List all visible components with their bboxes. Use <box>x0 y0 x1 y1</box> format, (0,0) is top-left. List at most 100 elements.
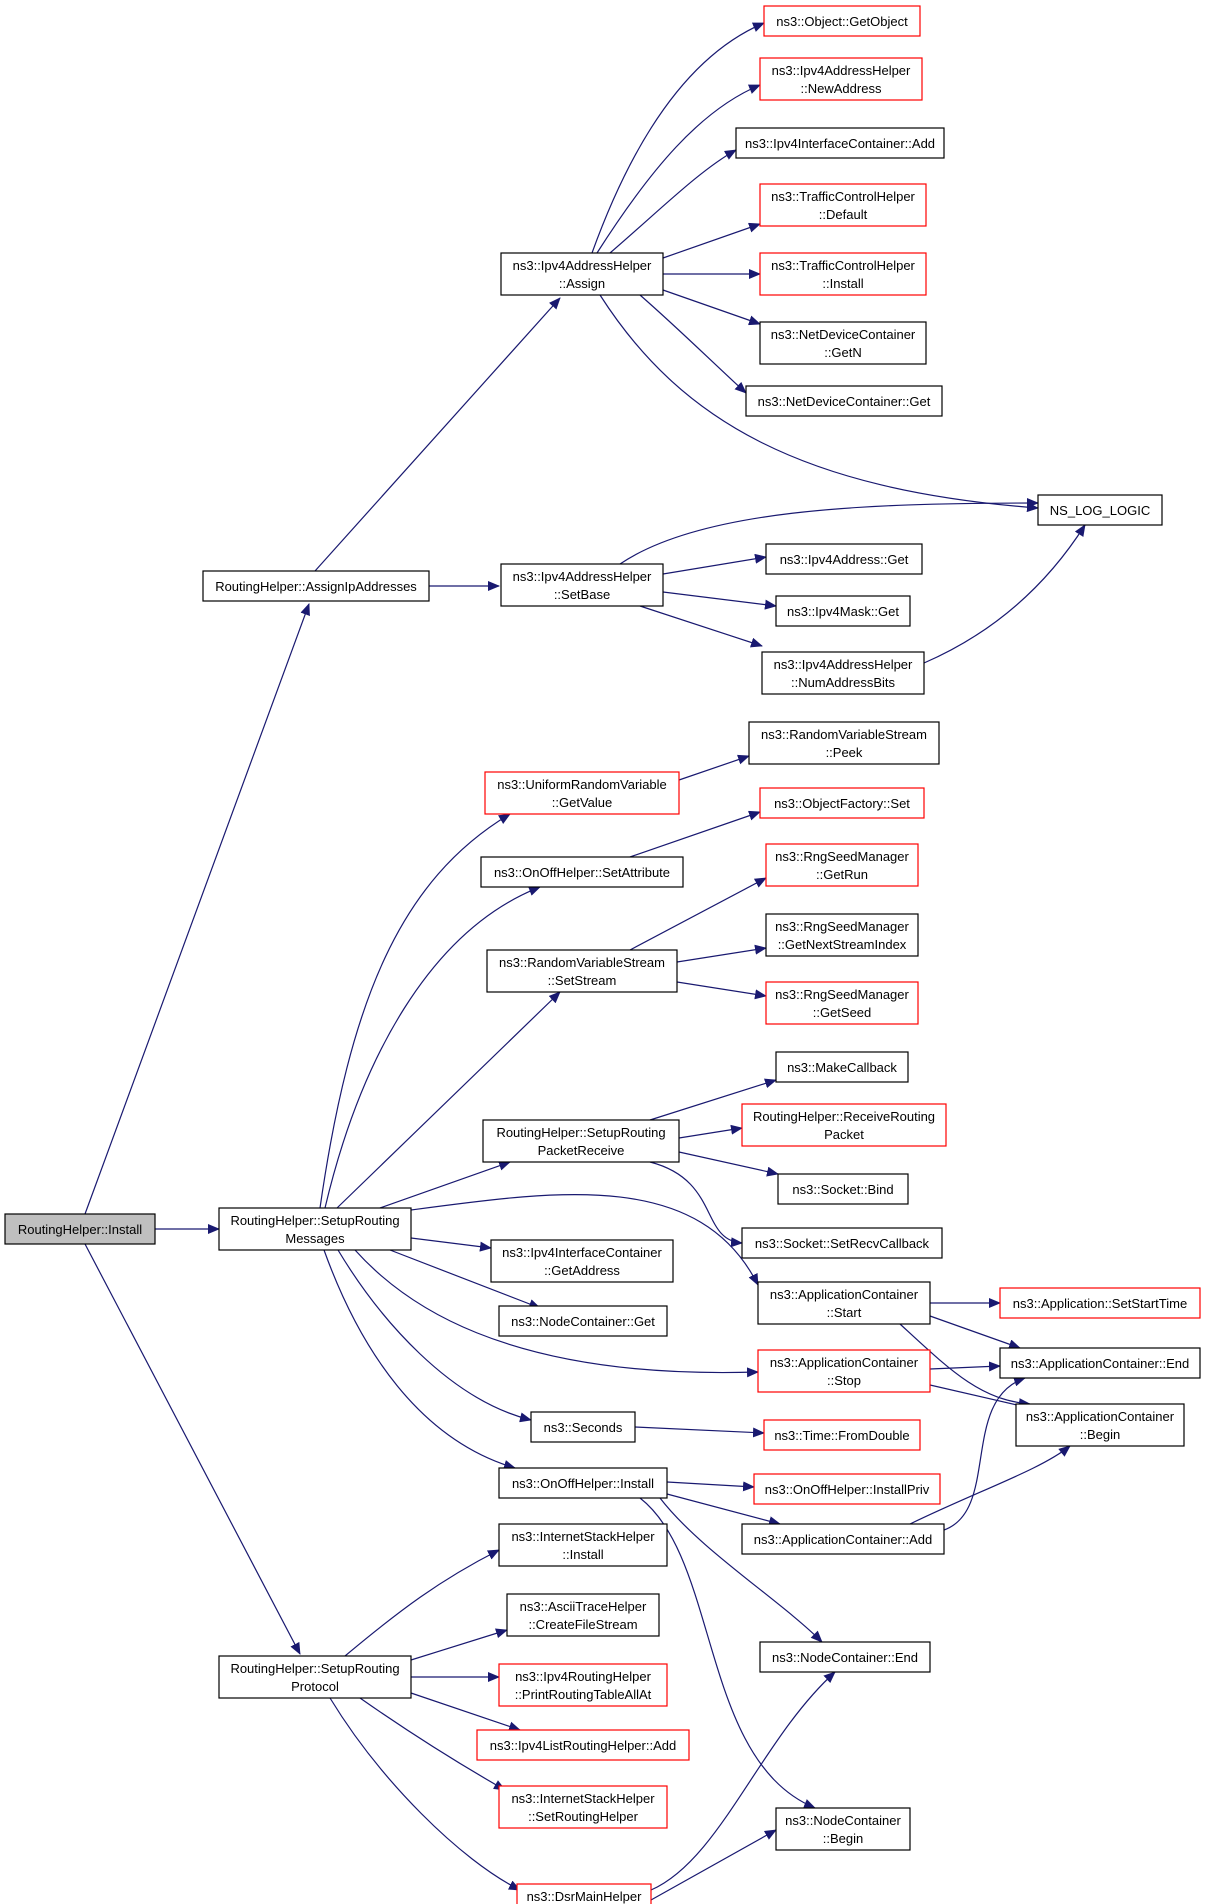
node-label: ::Begin <box>1080 1427 1120 1442</box>
node-irh_print[interactable]: ns3::Ipv4RoutingHelper::PrintRoutingTabl… <box>498 1663 668 1707</box>
node-label: ns3::Ipv4AddressHelper <box>513 258 652 273</box>
node-rvs_setstream[interactable]: ns3::RandomVariableStream::SetStream <box>486 949 678 993</box>
node-box <box>759 57 923 101</box>
node-box <box>498 1663 668 1707</box>
node-ac_stop[interactable]: ns3::ApplicationContainer::Stop <box>757 1349 931 1393</box>
node-box <box>757 1349 931 1393</box>
node-label: ns3::RngSeedManager <box>775 849 909 864</box>
node-box <box>486 949 678 993</box>
node-onoff_installpriv[interactable]: ns3::OnOffHelper::InstallPriv <box>753 1473 941 1505</box>
node-tch_default[interactable]: ns3::TrafficControlHelper::Default <box>759 183 927 227</box>
node-label: ::Install <box>562 1547 603 1562</box>
node-label: ns3::NetDeviceContainer <box>771 327 916 342</box>
node-ipv4_assign[interactable]: ns3::Ipv4AddressHelper::Assign <box>500 252 664 296</box>
node-label: ns3::Ipv4AddressHelper <box>774 657 913 672</box>
node-label: ns3::RngSeedManager <box>775 919 909 934</box>
node-box <box>757 1281 931 1325</box>
node-label: ::GetValue <box>552 795 612 810</box>
node-box <box>775 1807 911 1851</box>
node-label: ns3::OnOffHelper::SetAttribute <box>494 865 670 880</box>
node-nc_get[interactable]: ns3::NodeContainer::Get <box>498 1305 668 1337</box>
node-box <box>482 1119 680 1163</box>
node-ipv4addr_get[interactable]: ns3::Ipv4Address::Get <box>765 543 923 575</box>
node-ish_install[interactable]: ns3::InternetStackHelper::Install <box>498 1523 668 1567</box>
node-rsm_getnext[interactable]: ns3::RngSeedManager::GetNextStreamIndex <box>765 913 919 957</box>
node-label: ns3::Ipv4AddressHelper <box>513 569 652 584</box>
node-socket_bind[interactable]: ns3::Socket::Bind <box>777 1173 909 1205</box>
node-ndc_getn[interactable]: ns3::NetDeviceContainer::GetN <box>759 321 927 365</box>
node-rvs_peek[interactable]: ns3::RandomVariableStream::Peek <box>748 721 940 765</box>
edge-setup_msgs-to-onoff_setattr <box>324 886 541 1209</box>
node-tch_install[interactable]: ns3::TrafficControlHelper::Install <box>759 252 927 296</box>
node-get_object[interactable]: ns3::Object::GetObject <box>763 5 921 37</box>
node-objfactory_set[interactable]: ns3::ObjectFactory::Set <box>759 787 925 819</box>
edge-onoff_install-to-nc_end <box>659 1497 823 1643</box>
node-label: ::NumAddressBits <box>791 675 896 690</box>
node-dsr_install[interactable]: ns3::DsrMainHelper::Install <box>516 1883 652 1904</box>
node-iic_add[interactable]: ns3::Ipv4InterfaceContainer::Add <box>735 127 945 159</box>
node-num_addr_bits[interactable]: ns3::Ipv4AddressHelper::NumAddressBits <box>761 651 925 695</box>
call-nodes: RoutingHelper::Install RoutingHelper::Ass… <box>4 5 1201 1904</box>
node-label: ::GetN <box>824 345 862 360</box>
edge-setup_proto-to-dsr_install <box>329 1697 521 1891</box>
node-label: RoutingHelper::AssignIpAddresses <box>215 579 417 594</box>
edge-ac_stop-to-ac_begin <box>929 1384 1031 1411</box>
node-app_setstart[interactable]: ns3::Application::SetStartTime <box>999 1287 1201 1319</box>
node-box <box>763 5 921 37</box>
node-box <box>741 1103 947 1147</box>
edge-dsr_install-to-nc_begin <box>650 1829 777 1901</box>
node-iic_getaddr[interactable]: ns3::Ipv4InterfaceContainer::GetAddress <box>490 1239 674 1283</box>
node-ipv4_setbase[interactable]: ns3::Ipv4AddressHelper::SetBase <box>500 563 664 607</box>
node-root[interactable]: RoutingHelper::Install <box>4 1213 156 1245</box>
node-label: ns3::RandomVariableStream <box>499 955 665 970</box>
node-label: ::SetBase <box>554 587 610 602</box>
node-ish_setrouting[interactable]: ns3::InternetStackHelper::SetRoutingHelp… <box>498 1785 668 1829</box>
node-onoff_install[interactable]: ns3::OnOffHelper::Install <box>498 1467 668 1499</box>
node-ac_end[interactable]: ns3::ApplicationContainer::End <box>999 1347 1201 1379</box>
node-label: ns3::Ipv4RoutingHelper <box>515 1669 652 1684</box>
node-nc_begin[interactable]: ns3::NodeContainer::Begin <box>775 1807 911 1851</box>
node-ath_create[interactable]: ns3::AsciiTraceHelper::CreateFileStream <box>506 1593 660 1637</box>
node-ns_log_logic[interactable]: NS_LOG_LOGIC <box>1037 494 1163 526</box>
node-ac_begin[interactable]: ns3::ApplicationContainer::Begin <box>1015 1403 1185 1447</box>
edge-ipv4_assign-to-ndc_getn <box>662 289 761 326</box>
node-onoff_setattr[interactable]: ns3::OnOffHelper::SetAttribute <box>480 856 684 888</box>
node-rsm_getrun[interactable]: ns3::RngSeedManager::GetRun <box>765 843 919 887</box>
node-ac_start[interactable]: ns3::ApplicationContainer::Start <box>757 1281 931 1325</box>
node-ac_add[interactable]: ns3::ApplicationContainer::Add <box>741 1523 945 1555</box>
node-socket_setrecv[interactable]: ns3::Socket::SetRecvCallback <box>741 1227 943 1259</box>
node-label: ns3::ApplicationContainer <box>770 1355 919 1370</box>
node-ns3_seconds[interactable]: ns3::Seconds <box>530 1411 636 1443</box>
node-ipv4mask_get[interactable]: ns3::Ipv4Mask::Get <box>775 595 911 627</box>
node-label: RoutingHelper::SetupRouting <box>496 1125 665 1140</box>
node-ilrh_add[interactable]: ns3::Ipv4ListRoutingHelper::Add <box>476 1729 690 1761</box>
node-uniform_getvalue[interactable]: ns3::UniformRandomVariable::GetValue <box>484 771 680 815</box>
node-label: ns3::Seconds <box>544 1420 623 1435</box>
node-label: ns3::OnOffHelper::Install <box>512 1476 654 1491</box>
node-box <box>506 1593 660 1637</box>
node-rsm_getseed[interactable]: ns3::RngSeedManager::GetSeed <box>765 981 919 1025</box>
node-time_fromdouble[interactable]: ns3::Time::FromDouble <box>763 1419 921 1451</box>
edge-uniform_getvalue-to-rvs_peek <box>678 754 750 781</box>
node-box <box>753 1473 941 1505</box>
node-label: ::SetStream <box>548 973 617 988</box>
node-new_address[interactable]: ns3::Ipv4AddressHelper::NewAddress <box>759 57 923 101</box>
edge-setup_recv-to-recv_routing <box>678 1124 743 1139</box>
node-label: ns3::Ipv4ListRoutingHelper::Add <box>490 1738 676 1753</box>
node-make_callback[interactable]: ns3::MakeCallback <box>775 1051 909 1083</box>
node-box <box>759 1641 931 1673</box>
node-nc_end[interactable]: ns3::NodeContainer::End <box>759 1641 931 1673</box>
node-label: ns3::TrafficControlHelper <box>771 189 915 204</box>
node-box <box>218 1655 412 1699</box>
node-ndc_get[interactable]: ns3::NetDeviceContainer::Get <box>745 385 943 417</box>
edge-root-to-setup_proto <box>84 1243 301 1655</box>
node-label: ns3::UniformRandomVariable <box>497 777 667 792</box>
node-box <box>741 1523 945 1555</box>
node-label: ns3::OnOffHelper::InstallPriv <box>765 1482 930 1497</box>
node-assign_ip[interactable]: RoutingHelper::AssignIpAddresses <box>202 570 430 602</box>
node-label: ::CreateFileStream <box>528 1617 637 1632</box>
